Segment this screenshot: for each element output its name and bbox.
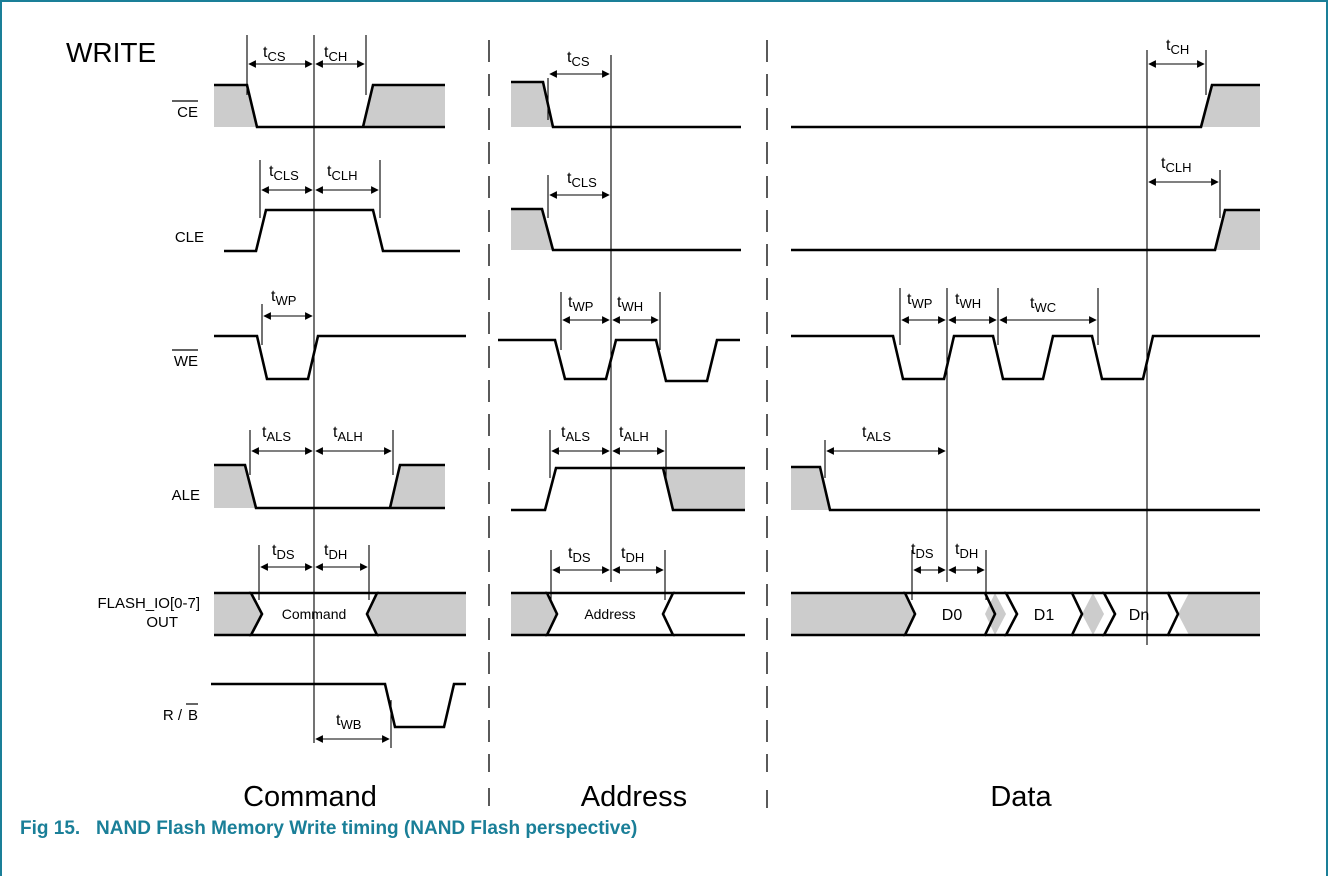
- signal-ale-label: ALE: [172, 487, 200, 504]
- phase-command: Command: [243, 781, 377, 813]
- ale-wave-cmd: [214, 463, 445, 510]
- signal-ce-label: CE: [177, 104, 198, 121]
- label-tdh-2: tDH: [621, 545, 644, 565]
- signal-we-label: WE: [174, 353, 198, 370]
- bus-dn: Dn: [1129, 607, 1149, 624]
- we-wave-addr: [498, 338, 740, 383]
- ale-shade-4: [791, 467, 830, 510]
- label-twh-2: tWH: [617, 294, 643, 314]
- cle-wave-addr: [511, 207, 741, 252]
- ale-wave-addr: [511, 466, 745, 512]
- mode-label: WRITE: [66, 37, 156, 68]
- io-shade-7: [1178, 593, 1260, 635]
- waveforms: [211, 80, 1260, 729]
- bus-d1: D1: [1034, 607, 1055, 624]
- ce-shade-1: [214, 85, 257, 127]
- ce-shade-2: [363, 85, 445, 127]
- reference-lines: [246, 35, 1221, 748]
- timing-arrows: [248, 60, 1219, 743]
- label-twh-3: tWH: [955, 291, 981, 311]
- rb-wave: [211, 682, 466, 729]
- cle-shade-2: [1215, 210, 1260, 250]
- io-shade-6: [1082, 593, 1104, 635]
- label-tals-2: tALS: [561, 424, 590, 444]
- bus-d0: D0: [942, 607, 963, 624]
- io-shade-1: [214, 593, 262, 635]
- label-twp-1: tWP: [271, 288, 296, 308]
- we-wave-data: [791, 334, 1260, 381]
- io-shade-3: [511, 593, 557, 635]
- ce-shade-3: [511, 82, 553, 127]
- label-tdh-1: tDH: [324, 542, 347, 562]
- we-wave-cmd: [214, 334, 466, 381]
- ce-wave-data: [791, 83, 1260, 129]
- phase-separators: [488, 40, 768, 772]
- cle-wave-cmd: [224, 208, 460, 253]
- ale-wave-data: [791, 465, 1260, 512]
- phase-address: Address: [581, 781, 687, 813]
- phase-labels: Command Address Data: [243, 781, 1052, 813]
- label-tcs-2: tCS: [567, 49, 590, 69]
- figure-title: NAND Flash Memory Write timing (NAND Fla…: [96, 818, 638, 839]
- io-shade-4: [791, 593, 915, 635]
- label-tch-3: tCH: [1166, 37, 1189, 57]
- label-twp-3: tWP: [907, 291, 932, 311]
- label-twp-2: tWP: [568, 294, 593, 314]
- label-tals-1: tALS: [262, 424, 291, 444]
- label-tch-1: tCH: [324, 44, 347, 64]
- signal-io-label-line1: FLASH_IO[0-7]: [97, 595, 200, 612]
- ce-wave-cmd: [214, 83, 445, 129]
- ce-wave-cmd-rise: [361, 83, 445, 128]
- bus-address: Address: [584, 606, 635, 622]
- ce-shade-4: [1201, 85, 1260, 127]
- bus-command: Command: [282, 606, 347, 622]
- label-tds-1: tDS: [272, 542, 295, 562]
- signal-cle-label: CLE: [175, 229, 204, 246]
- ale-shade-1: [214, 465, 256, 508]
- io-shade-2: [367, 593, 466, 635]
- label-talh-2: tALH: [619, 424, 649, 444]
- label-tclh-1: tCLH: [327, 163, 357, 183]
- signal-rb-label-r: R /: [163, 707, 183, 724]
- label-tcs-1: tCS: [263, 44, 286, 64]
- label-twb: tWB: [336, 712, 361, 732]
- cle-wave-data: [791, 208, 1260, 252]
- label-tcls-1: tCLS: [269, 163, 299, 183]
- figure-caption: Fig 15. NAND Flash Memory Write timing (…: [20, 818, 637, 840]
- phase-data: Data: [990, 781, 1052, 813]
- label-tds-2: tDS: [568, 545, 591, 565]
- label-talh-1: tALH: [333, 424, 363, 444]
- ale-shade-2: [390, 465, 445, 508]
- signal-io-label-line2: OUT: [146, 614, 178, 631]
- timing-labels: tCS tCH tCS tCH tCLS tCLH tCLS tCLH tWP …: [262, 37, 1191, 732]
- label-tdh-3: tDH: [955, 541, 978, 561]
- label-twc-3: tWC: [1030, 295, 1056, 315]
- signal-labels: CE CLE WE ALE FLASH_IO[0-7] OUT R / B: [97, 100, 204, 724]
- figure-number: Fig 15.: [20, 818, 81, 839]
- ale-wave-cmd-rise: [388, 463, 445, 509]
- shaded-regions: [214, 82, 1260, 635]
- label-tals-3: tALS: [862, 424, 891, 444]
- bus-value-labels: Command Address D0 D1 Dn: [282, 606, 1150, 624]
- label-tcls-2: tCLS: [567, 170, 597, 190]
- label-tclh-3: tCLH: [1161, 155, 1191, 175]
- signal-rb-label-b: B: [188, 707, 198, 724]
- ale-shade-3: [663, 468, 745, 510]
- label-tds-3: tDS: [911, 541, 934, 561]
- cle-shade-1: [511, 209, 553, 250]
